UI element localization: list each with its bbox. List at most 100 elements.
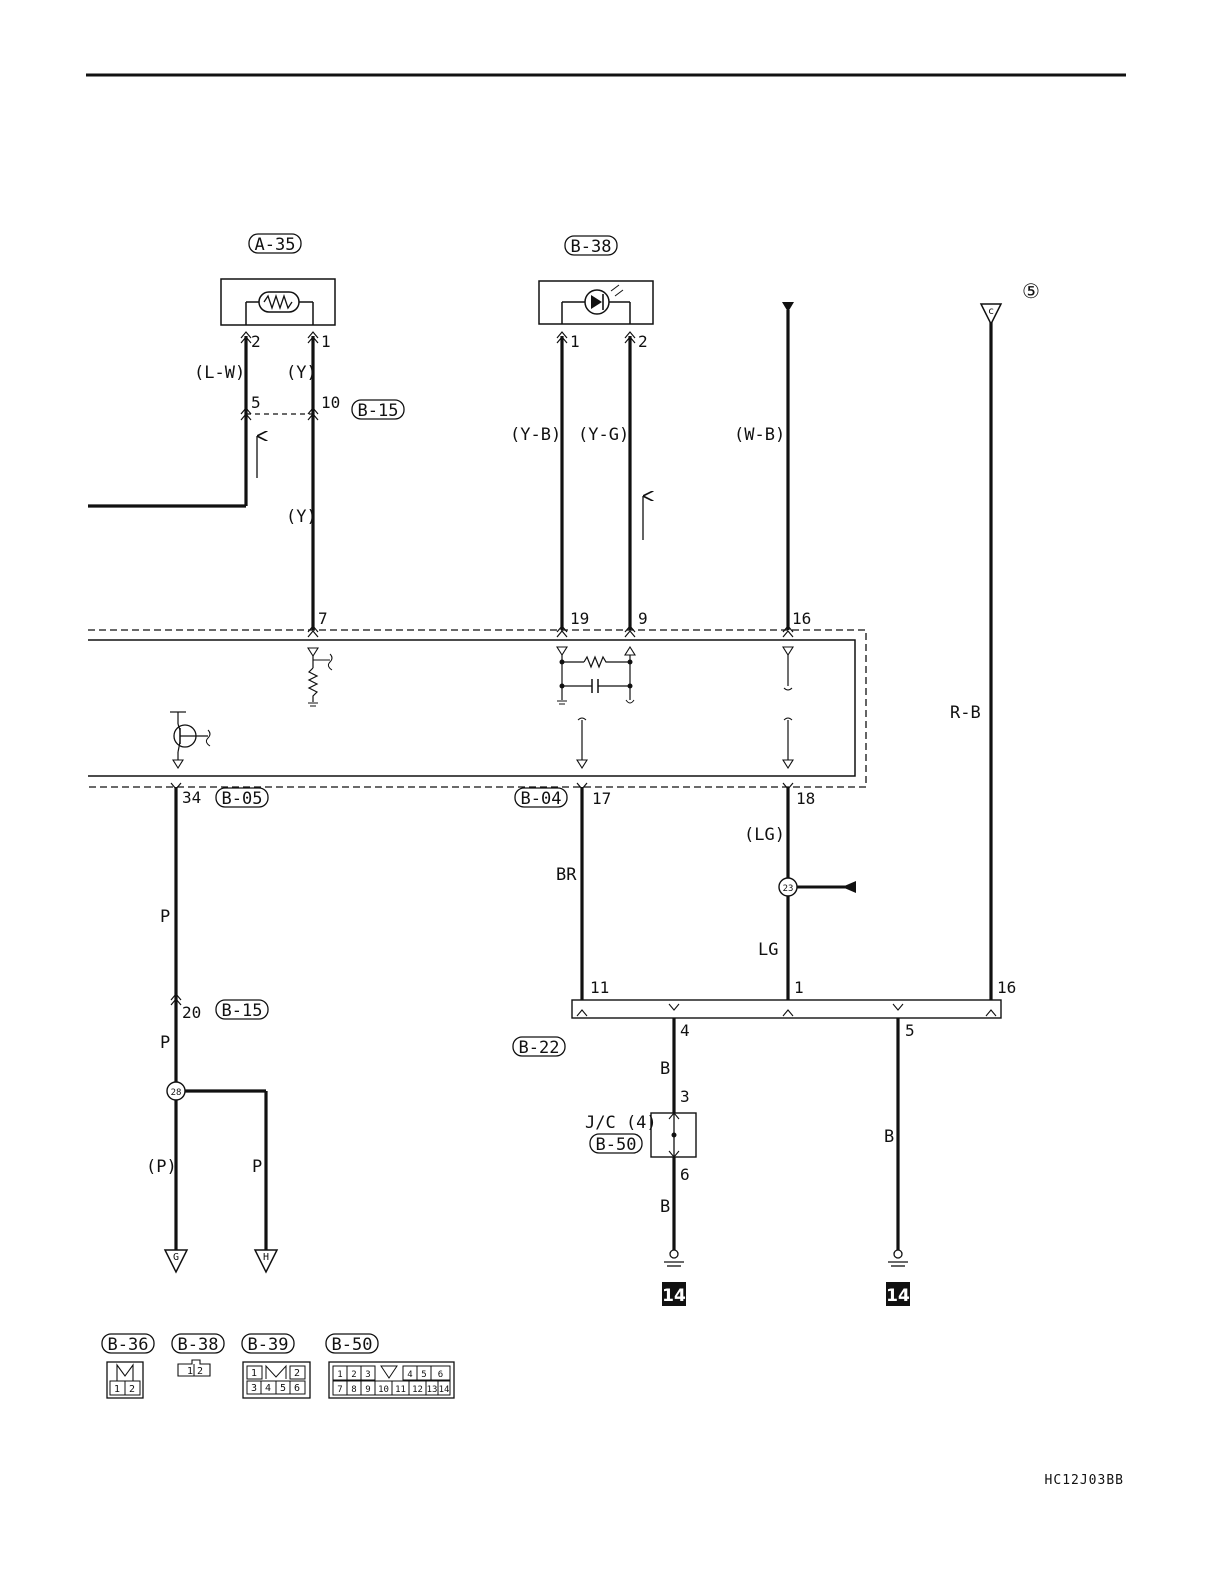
- wire-label-y1: (Y): [286, 363, 317, 383]
- legend-b36: B-36 1 2: [102, 1334, 154, 1398]
- legend-b36-pin: 1: [114, 1384, 120, 1395]
- legend-b50-key: [381, 1366, 397, 1378]
- pin-b22-1: 1: [794, 978, 804, 997]
- wire-label-lg-paren: (LG): [744, 825, 785, 845]
- legend-b38-pin: 2: [197, 1366, 203, 1377]
- pin-b22-11: 11: [590, 978, 609, 997]
- wire-label-p2: P: [160, 1033, 170, 1053]
- legend-b50-pin: 3: [365, 1370, 370, 1380]
- wire-label-lw: (L-W): [194, 363, 245, 383]
- pin-ecu-34: 34: [182, 788, 201, 807]
- offpage-g-icon: G: [165, 1250, 187, 1272]
- wire-label-lg: LG: [758, 940, 778, 960]
- legend-b38: B-38 1 2: [172, 1334, 224, 1377]
- pin-a35-2: 2: [251, 332, 261, 351]
- legend-b50-pin: 9: [365, 1385, 370, 1395]
- legend-b50-pin: 8: [351, 1385, 356, 1395]
- connector-b22-bar: [572, 1000, 1001, 1018]
- legend-b38-pin: 1: [187, 1366, 193, 1377]
- legend-b50-pin: 11: [395, 1385, 406, 1395]
- wire-label-y2: (Y): [286, 507, 317, 527]
- pin-ecu-18: 18: [796, 789, 815, 808]
- pin-ecu-9: 9: [638, 609, 648, 628]
- pin-ecu-16: 16: [792, 609, 811, 628]
- legend-b50-pin: 2: [351, 1370, 356, 1380]
- legend-b38-label: B-38: [178, 1335, 219, 1355]
- legend-b50-pin: 14: [439, 1385, 450, 1395]
- internal-rc-network: [557, 647, 635, 704]
- ground-icon: [664, 1250, 684, 1266]
- connector-b04-label: B-04: [515, 788, 567, 809]
- wire-label-b3: B: [884, 1127, 894, 1147]
- connector-b15-bottom-text: B-15: [222, 1001, 263, 1021]
- legend-b50-label: B-50: [332, 1335, 373, 1355]
- offpage-c-text: c: [988, 306, 994, 317]
- connector-b05-label: B-05: [216, 788, 268, 809]
- offpage-h-icon: H: [255, 1250, 277, 1272]
- pin-b22-5: 5: [905, 1021, 915, 1040]
- connector-b50-label: B-50: [590, 1134, 642, 1155]
- connector-b38-text: B-38: [571, 237, 612, 257]
- legend-b50-pin: 1: [337, 1370, 342, 1380]
- legend-b39-pin: 4: [265, 1383, 271, 1394]
- legend-b39-label: B-39: [248, 1335, 289, 1355]
- connector-b50-text: B-50: [596, 1135, 637, 1155]
- wire-label-rb: R-B: [950, 703, 981, 723]
- photodiode-icon: [591, 295, 602, 309]
- connector-b22-text: B-22: [519, 1038, 560, 1058]
- legend-b39-pin: 6: [294, 1383, 300, 1394]
- pin-jc-6: 6: [680, 1165, 690, 1184]
- pin-b22-16: 16: [997, 978, 1016, 997]
- connector-a35-label: A-35: [249, 234, 301, 255]
- legend-b50-pin: 4: [407, 1370, 412, 1380]
- connector-a35-text: A-35: [255, 235, 296, 255]
- pin-ecu-19: 19: [570, 609, 589, 628]
- legend-b50-pin: 6: [438, 1370, 443, 1380]
- legend-b39-pin: 3: [251, 1383, 257, 1394]
- connector-b15-bottom-label: B-15: [216, 1000, 268, 1021]
- splice-28-text: 28: [171, 1088, 182, 1098]
- pin-b38-1: 1: [570, 332, 580, 351]
- connector-b22-label: B-22: [513, 1037, 565, 1058]
- wire-label-p3: (P): [146, 1157, 177, 1177]
- legend-b39-pin: 2: [294, 1368, 300, 1379]
- connector-b38-label: B-38: [565, 236, 617, 257]
- drawing-code: HC12J03BB: [1045, 1473, 1124, 1488]
- legend-b39: B-39 1 2 3 4 5 6: [242, 1334, 310, 1398]
- legend-b50-pin: 7: [337, 1385, 342, 1395]
- legend-b50-pin: 5: [421, 1370, 426, 1380]
- ground-point-14-right: 14: [886, 1282, 910, 1306]
- splice-23-text: 23: [783, 884, 794, 894]
- ground-point-14-left: 14: [662, 1282, 686, 1306]
- control-unit-box: [88, 630, 866, 787]
- wire-label-b1: B: [660, 1059, 670, 1079]
- ground-point-14-right-text: 14: [886, 1286, 910, 1306]
- pin-a35-1: 1: [321, 332, 331, 351]
- photo-diode-sensor-b38: [539, 281, 653, 324]
- legend-b36-pin: 2: [129, 1384, 135, 1395]
- legend-b50-pin: 13: [427, 1385, 438, 1395]
- ground-point-14-left-text: 14: [662, 1286, 686, 1306]
- junction-connector-b50: [651, 1113, 696, 1157]
- connector-b15-top-label: B-15: [352, 400, 404, 421]
- wire-label-yb: (Y-B): [510, 425, 561, 445]
- ground-icon: [888, 1250, 908, 1266]
- thermistor-sensor-a35: [221, 279, 335, 325]
- connector-b05-text: B-05: [222, 789, 263, 809]
- pin-b22-4: 4: [680, 1021, 690, 1040]
- wire-label-b2: B: [660, 1197, 670, 1217]
- internal-pull-down-resistor: [308, 648, 332, 706]
- pin-jc-3: 3: [680, 1087, 690, 1106]
- circled-five-reference: ⑤: [1022, 279, 1040, 303]
- connector-b15-top-text: B-15: [358, 401, 399, 421]
- pin-b15-5: 5: [251, 393, 261, 412]
- junction-connector-name: J/C (4): [585, 1113, 657, 1133]
- legend-b50-pin: 12: [412, 1385, 423, 1395]
- legend-b36-label: B-36: [108, 1335, 149, 1355]
- legend-b39-pin: 5: [280, 1383, 286, 1394]
- pin-ecu-17: 17: [592, 789, 611, 808]
- wire-label-p1: P: [160, 907, 170, 927]
